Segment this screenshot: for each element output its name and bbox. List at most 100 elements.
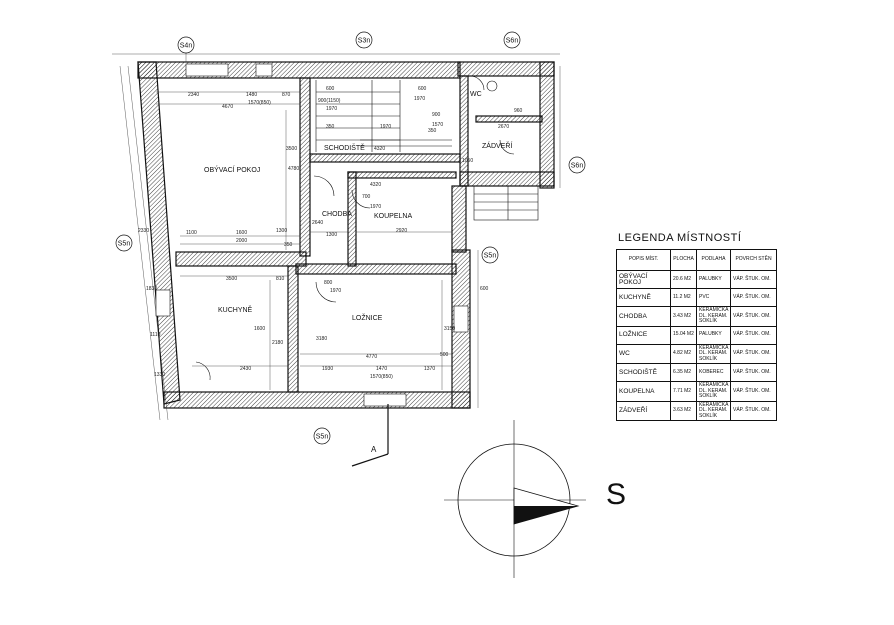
legend-cell-name: KUCHYNĚ <box>616 288 671 307</box>
dimension-value: 600 <box>326 86 335 92</box>
dimension-value: 1600 <box>254 326 265 332</box>
legend-cell-name: CHODBA <box>616 306 671 327</box>
interior-walls <box>175 75 543 393</box>
dimension-value: 1100 <box>186 230 197 236</box>
door-swings <box>195 75 515 381</box>
dimension-values: 2340 1480 870 4670 1570(850) 600 600 197… <box>138 86 523 380</box>
room-legend: LEGENDA MÍSTNOSTÍ POPIS MÍST. PLOCHA POD… <box>616 232 777 421</box>
dimension-value: 4770 <box>366 354 377 360</box>
dimension-value: 1570(850) <box>370 374 393 380</box>
dimension-value: 2000 <box>236 238 247 244</box>
legend-cell-floor: KERAMICKÁ DL. KERAM. SOKLÍK <box>696 343 731 364</box>
dimension-value: 1970 <box>380 124 391 130</box>
dimension-value: 700 <box>362 194 371 200</box>
legend-header-cell: POVRCH STĚN <box>730 249 777 271</box>
dimension-value: 3180 <box>316 336 327 342</box>
axis-label: S5n <box>484 253 497 260</box>
axis-label: S6n <box>571 163 584 170</box>
legend-cell-floor: PALUBKY <box>696 325 731 345</box>
exterior-walls <box>137 61 555 409</box>
legend-cell-name: SCHODIŠTĚ <box>616 363 671 382</box>
legend-cell-walls: VÁP. ŠTUK. OM. <box>730 343 777 364</box>
dimension-value: 810 <box>276 276 285 282</box>
axis-label: S4n <box>180 43 193 50</box>
legend-cell-name: WC <box>616 343 671 364</box>
legend-cell-area: 11.2 M2 <box>670 288 697 307</box>
staircase <box>315 80 452 152</box>
windows <box>155 63 469 407</box>
compass-rose <box>444 420 586 578</box>
dimension-value: 1970 <box>370 204 381 210</box>
dimension-value: 2640 <box>312 220 323 226</box>
dimension-value: 600 <box>480 286 489 292</box>
legend-cell-floor: KERAMICKÁ DL. KERAM. SOKLÍK <box>696 400 731 421</box>
legend-cell-name: ZÁDVEŘÍ <box>616 400 671 421</box>
dimension-value: 1930 <box>322 366 333 372</box>
legend-cell-walls: VÁP. ŠTUK. OM. <box>730 306 777 327</box>
legend-cell-walls: VÁP. ŠTUK. OM. <box>730 381 777 402</box>
dimension-value: 3500 <box>226 276 237 282</box>
dimension-value: 1330 <box>154 372 165 378</box>
dimension-value: 350 <box>428 128 437 134</box>
dimension-value: 1370 <box>424 366 435 372</box>
axis-label: S5n <box>316 434 329 441</box>
dimension-value: 3500 <box>286 146 297 152</box>
dimension-value: 2920 <box>396 228 407 234</box>
legend-header-cell: POPIS MÍST. <box>616 249 671 271</box>
axis-label: S6n <box>506 38 519 45</box>
room-label: KUCHYNĚ <box>218 305 253 314</box>
legend-cell-walls: VÁP. ŠTUK. OM. <box>730 363 777 382</box>
dimension-value: 4320 <box>374 146 385 152</box>
room-label: KOUPELNA <box>374 213 412 220</box>
legend-header-row: POPIS MÍST. PLOCHA PODLAHA POVRCH STĚN <box>616 249 777 271</box>
axis-markers: S4n S3n S6n S6n S5n S5n S5n <box>115 31 586 445</box>
legend-cell-area: 7.71 M2 <box>670 381 697 402</box>
dimension-value: 2670 <box>498 124 509 130</box>
dimension-value: 1970 <box>330 288 341 294</box>
legend-header-cell: PLOCHA <box>670 249 697 271</box>
dimension-value: 2430 <box>240 366 251 372</box>
legend-cell-walls: VÁP. ŠTUK. OM. <box>730 288 777 307</box>
room-label: WC <box>470 91 482 98</box>
dimension-value: 1300 <box>326 232 337 238</box>
legend-table: POPIS MÍST. PLOCHA PODLAHA POVRCH STĚN O… <box>616 249 777 421</box>
dimension-value: 1470 <box>376 366 387 372</box>
room-label: CHODBA <box>322 211 352 218</box>
dimension-value: 870 <box>282 92 291 98</box>
dimension-value: 1970 <box>326 106 337 112</box>
dimension-value: 600 <box>418 86 427 92</box>
dimension-value: 1570 <box>432 122 443 128</box>
room-labels: OBÝVACÍ POKOJ SCHODIŠTĚ WC ZÁDVEŘÍ CHODB… <box>204 91 512 322</box>
dimension-lines <box>112 53 561 421</box>
dimension-value: 800 <box>324 280 333 286</box>
room-label: OBÝVACÍ POKOJ <box>204 165 260 174</box>
dimension-value: 1480 <box>246 92 257 98</box>
dimension-value: 1110 <box>150 332 161 338</box>
legend-cell-name: OBÝVACÍ POKOJ <box>616 270 671 289</box>
dimension-value: 1570(850) <box>248 100 271 106</box>
dimension-value: 900 <box>432 112 441 118</box>
section-label: A <box>371 445 377 454</box>
legend-cell-floor: KERAMICKÁ DL. KERAM. SOKLÍK <box>696 306 731 327</box>
legend-cell-area: 6.35 M2 <box>670 363 697 382</box>
dimension-value: 4780 <box>288 166 299 172</box>
legend-cell-area: 4.82 M2 <box>670 343 697 364</box>
legend-cell-floor: PVC <box>696 288 731 307</box>
dimension-value: 2330 <box>138 228 149 234</box>
legend-cell-walls: VÁP. ŠTUK. OM. <box>730 270 777 289</box>
dimension-value: 2340 <box>188 92 199 98</box>
dimension-value: 900(1150) <box>318 98 341 104</box>
axis-label: S3n <box>358 38 371 45</box>
legend-cell-floor: KERAMICKÁ DL. KERAM. SOKLÍK <box>696 381 731 402</box>
dimension-value: 4320 <box>370 182 381 188</box>
dimension-value: 2180 <box>272 340 283 346</box>
legend-cell-area: 15.04 M2 <box>670 325 697 345</box>
legend-cell-floor: KOBEREC <box>696 363 731 382</box>
dimension-value: 1830 <box>146 286 157 292</box>
